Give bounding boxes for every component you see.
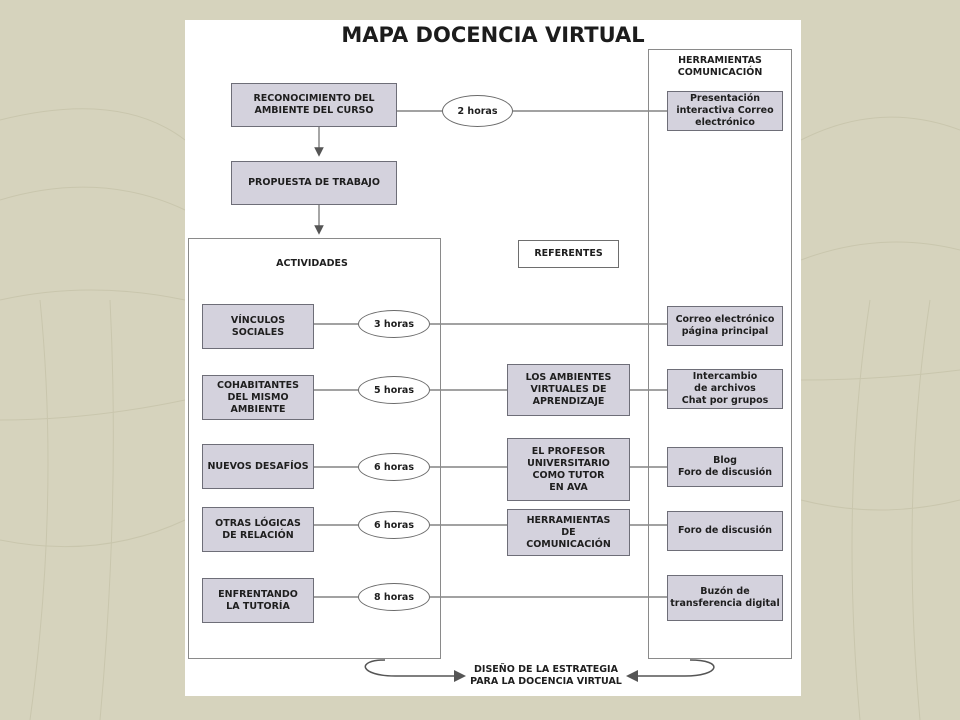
- activity-vinculos: VÍNCULOS SOCIALES: [202, 304, 314, 349]
- time-oval-otras-logicas: 6 horas: [358, 511, 430, 539]
- time-oval-cohabitantes: 5 horas: [358, 376, 430, 404]
- time-oval-nuevos-desafios: 6 horas: [358, 453, 430, 481]
- referente-profesor-tutor: EL PROFESOR UNIVERSITARIO COMO TUTOR EN …: [507, 438, 630, 501]
- herramienta-presentacion: Presentación interactiva Correo electrón…: [667, 91, 783, 131]
- step-reconocimiento: RECONOCIMIENTO DEL AMBIENTE DEL CURSO: [231, 83, 397, 127]
- time-oval-vinculos: 3 horas: [358, 310, 430, 338]
- diagram-slide: MAPA DOCENCIA VIRTUAL RECONOCIMIENTO DEL…: [185, 20, 801, 696]
- diagram-title: MAPA DOCENCIA VIRTUAL: [341, 23, 645, 47]
- activity-enfrentando: ENFRENTANDO LA TUTORÍA: [202, 578, 314, 623]
- activities-heading: ACTIVIDADES: [276, 258, 348, 269]
- herramienta-intercambio: Intercambio de archivos Chat por grupos: [667, 369, 783, 409]
- herramientas-heading: HERRAMIENTAS COMUNICACIÓN: [677, 55, 763, 78]
- referente-ambientes-virtuales: LOS AMBIENTES VIRTUALES DE APRENDIZAJE: [507, 364, 630, 416]
- herramienta-buzon: Buzón de transferencia digital: [667, 575, 783, 621]
- herramientas-frame: [648, 49, 792, 659]
- activities-frame: [188, 238, 441, 659]
- herramienta-correo: Correo electrónico página principal: [667, 306, 783, 346]
- time-oval-step1: 2 horas: [442, 95, 513, 127]
- herramienta-blog-foro: Blog Foro de discusión: [667, 447, 783, 487]
- time-oval-enfrentando: 8 horas: [358, 583, 430, 611]
- activity-nuevos-desafios: NUEVOS DESAFÍOS: [202, 444, 314, 489]
- step-propuesta: PROPUESTA DE TRABAJO: [231, 161, 397, 205]
- herramienta-foro: Foro de discusión: [667, 511, 783, 551]
- referente-herramientas: HERRAMIENTAS DE COMUNICACIÓN: [507, 509, 630, 556]
- activity-cohabitantes: COHABITANTES DEL MISMO AMBIENTE: [202, 375, 314, 420]
- referentes-heading: REFERENTES: [518, 240, 619, 268]
- result-label: DISEÑO DE LA ESTRATEGIA PARA LA DOCENCIA…: [470, 664, 622, 687]
- activity-otras-logicas: OTRAS LÓGICAS DE RELACIÓN: [202, 507, 314, 552]
